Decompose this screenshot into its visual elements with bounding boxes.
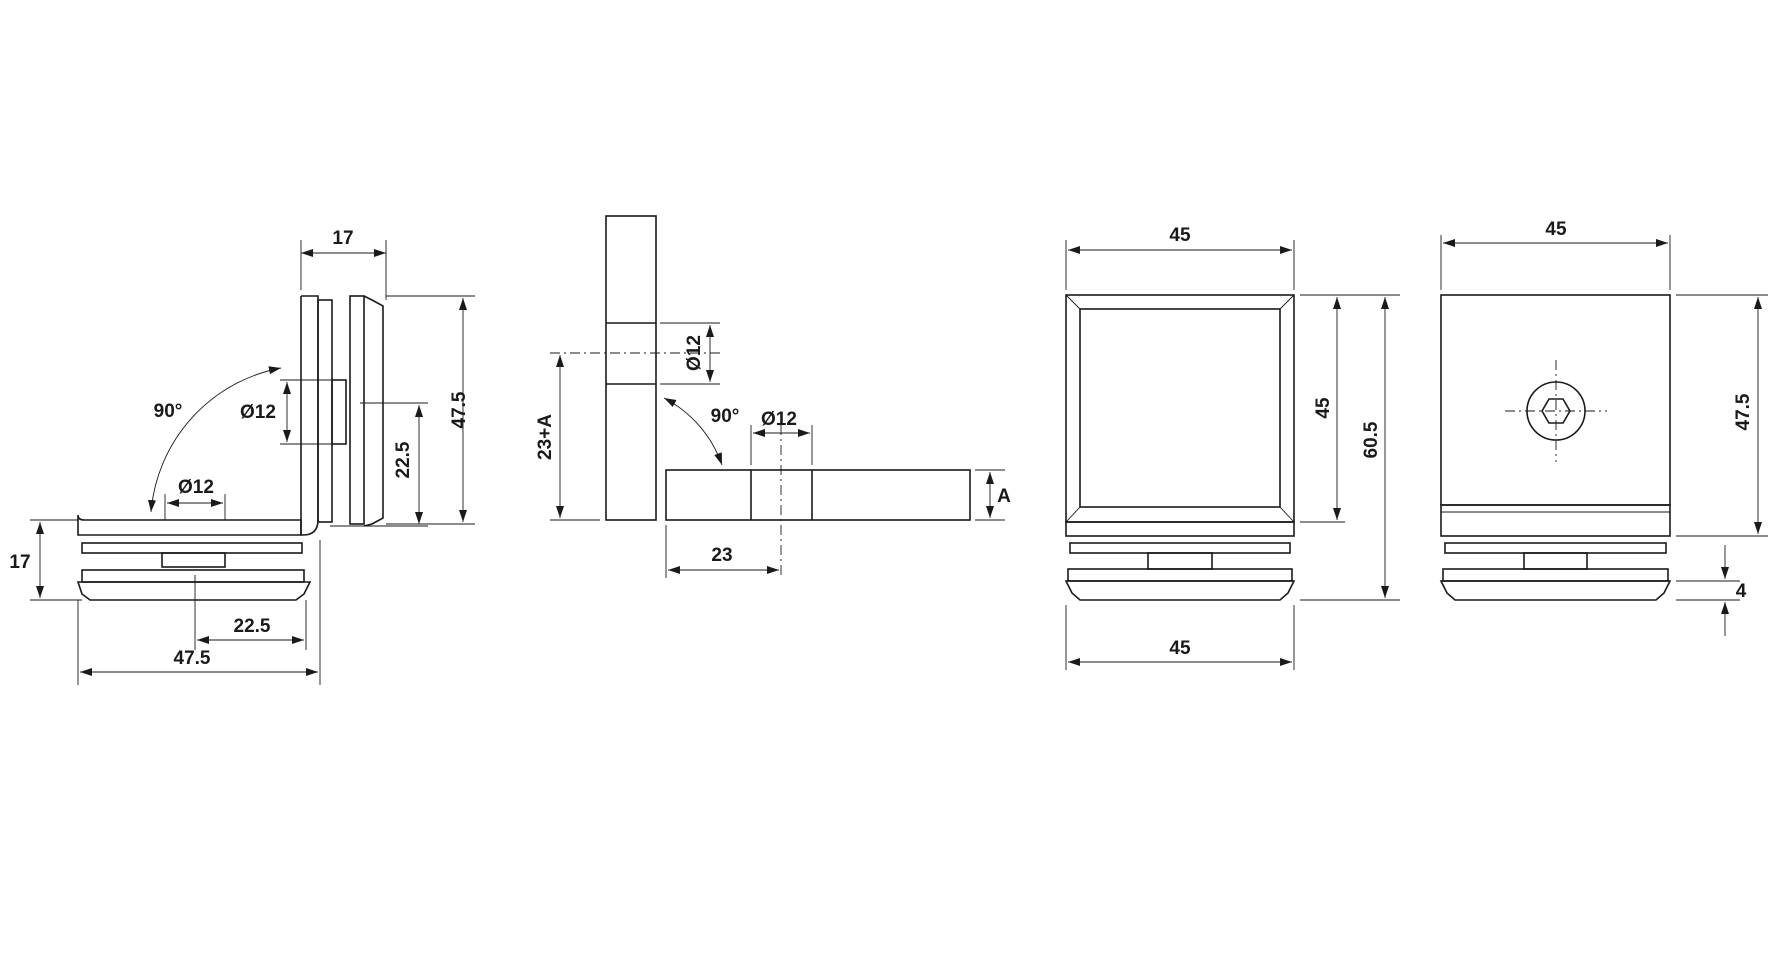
dim-thickness-a: A [997,486,1011,507]
dim-height-17: 17 [9,552,30,573]
front-body [1064,294,1296,601]
extension-lines-4 [1440,235,1768,601]
dim-hole-12-vertical-2: Ø12 [684,335,705,371]
hex-socket-screw-icon [1505,360,1607,462]
glass-panels [605,215,971,521]
dim-width-45-bottom: 45 [1169,638,1191,659]
dim-height-47-5-back: 47.5 [1733,393,1754,430]
center-lines [550,352,782,578]
dim-gap-4: 4 [1736,581,1747,602]
dim-angle-90: 90° [154,401,183,422]
dim-height-23-plus-a: 23+A [535,414,556,460]
dim-width-45-back: 45 [1545,219,1567,240]
dim-width-47-5-bottom: 47.5 [174,648,211,669]
connector-body [76,295,384,601]
dim-offset-23: 23 [711,545,732,566]
view-4-back: 45 47.5 4 [1439,219,1768,636]
dim-width-45-top: 45 [1169,225,1191,246]
dim-inner-45: 45 [1313,397,1334,419]
view-1-corner-side: 17 47.5 22.5 Ø12 90° Ø12 17 22.5 47.5 [9,228,475,685]
view-3-front: 45 45 60.5 45 [1064,225,1400,670]
dim-offset-22-5: 22.5 [393,441,414,478]
back-body [1439,294,1672,601]
dim-hole-12-horizontal: Ø12 [178,477,214,498]
dim-angle-90-2: 90° [711,406,740,427]
dim-hole-12-vertical: Ø12 [240,402,276,423]
dim-height-47-5: 47.5 [449,391,470,428]
dim-total-60-5: 60.5 [1361,421,1382,458]
extension-lines-3 [1065,240,1400,670]
view-2-section: Ø12 23+A 90° Ø12 A 23 [535,215,1011,578]
dim-offset-22-5-bottom: 22.5 [234,616,271,637]
dim-width-17: 17 [332,228,353,249]
extension-lines-2 [550,322,1005,578]
dim-hole-12-horizontal-2: Ø12 [761,409,797,430]
